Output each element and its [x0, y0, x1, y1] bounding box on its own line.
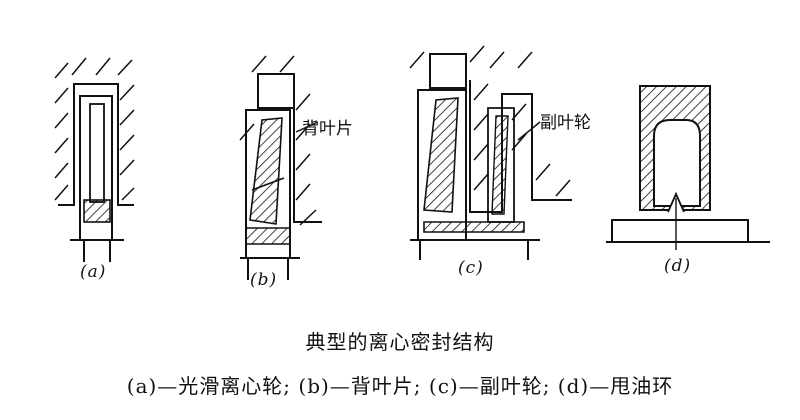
wheel-hub-a [83, 199, 111, 223]
housing-outline-a [58, 83, 134, 206]
housing-hatching-a [54, 57, 135, 201]
label-d: (d) [664, 256, 692, 276]
diagram-a [54, 57, 135, 262]
label-b: (b) [250, 270, 278, 290]
shaft-d [611, 219, 749, 243]
wheel-a [79, 95, 113, 240]
impeller-vanes-c [423, 97, 459, 213]
label-a: (a) [80, 262, 107, 282]
base-plate-b [245, 227, 291, 245]
callout-leader-c [517, 121, 541, 141]
figure-legend: (a)—光滑离心轮; (b)—背叶片; (c)—副叶轮; (d)—甩油环 [126, 374, 674, 398]
callout-back-vane: 背叶片 [302, 119, 353, 139]
housing-outline-b [293, 108, 322, 223]
shaft-top-b [257, 73, 295, 109]
impeller-body-c [417, 89, 467, 240]
diagram-b [239, 55, 322, 280]
wheel-disc-a [89, 103, 105, 203]
housing-outline-c [469, 80, 572, 213]
oil-cavity-d [653, 119, 701, 207]
figure-title: 典型的离心密封结构 [305, 330, 495, 354]
impeller-body-b [245, 109, 291, 258]
callout-leader-b [295, 121, 319, 133]
back-vanes-b [249, 117, 283, 225]
diagram-c [409, 45, 572, 260]
callout-auxiliary-impeller: 副叶轮 [540, 113, 591, 133]
label-c: (c) [458, 258, 484, 278]
diagram-d [606, 85, 770, 250]
shaft-top-c [429, 53, 467, 89]
